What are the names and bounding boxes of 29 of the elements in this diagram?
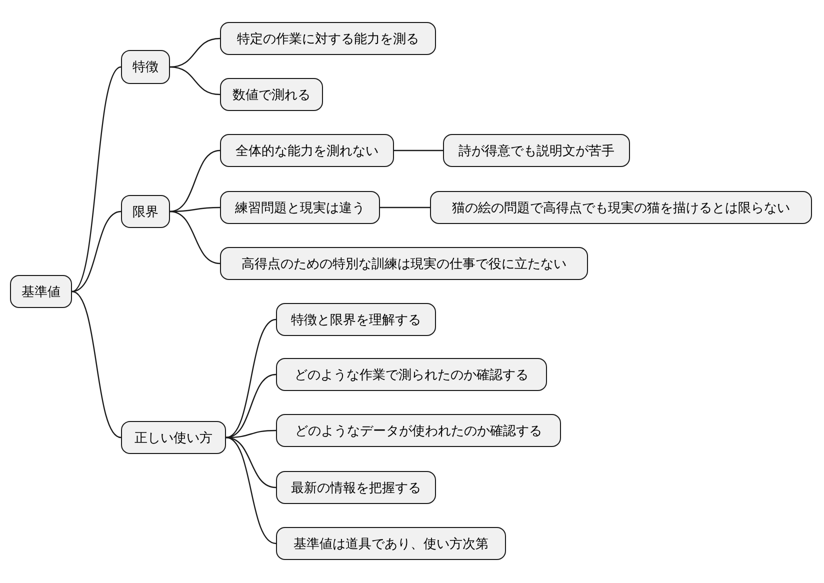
connector-line (72, 290, 122, 438)
connector-line (72, 66, 122, 292)
topic-box: 最新の情報を把握する (276, 471, 436, 504)
topic-box: 練習問題と現実は違う (220, 191, 380, 224)
topic-box: 高得点のための特別な訓練は現実の仕事で役に立たない (220, 247, 588, 280)
connector-line (226, 374, 276, 438)
topic-box: どのような作業で測られたのか確認する (276, 358, 547, 391)
connector-line (170, 38, 220, 68)
connector-line (170, 150, 220, 212)
topic-box: 特定の作業に対する能力を測る (220, 22, 436, 55)
topic-box: 全体的な能力を測れない (220, 134, 394, 167)
connector-line (394, 150, 443, 152)
topic-box: 数値で測れる (220, 78, 323, 111)
topic-box: どのようなデータが使われたのか確認する (276, 414, 561, 447)
topic-box: 正しい使い方 (121, 421, 226, 454)
connector-line (72, 210, 122, 292)
topic-box: 猫の絵の問題で高得点でも現実の猫を描けるとは限らない (430, 191, 812, 224)
connector-line (170, 210, 220, 264)
topic-box: 限界 (121, 195, 170, 228)
connector-line (226, 436, 276, 544)
topic-box: 特徴 (121, 50, 170, 84)
connector-line (226, 436, 276, 488)
topic-box: 特徴と限界を理解する (276, 303, 436, 336)
connector-line (380, 206, 430, 208)
topic-box: 基準値 (10, 275, 72, 308)
connector-line (170, 66, 220, 96)
connector-line (226, 318, 276, 438)
topic-box: 詩が得意でも説明文が苦手 (443, 134, 630, 167)
topic-box: 基準値は道具であり、使い方次第 (276, 527, 506, 560)
